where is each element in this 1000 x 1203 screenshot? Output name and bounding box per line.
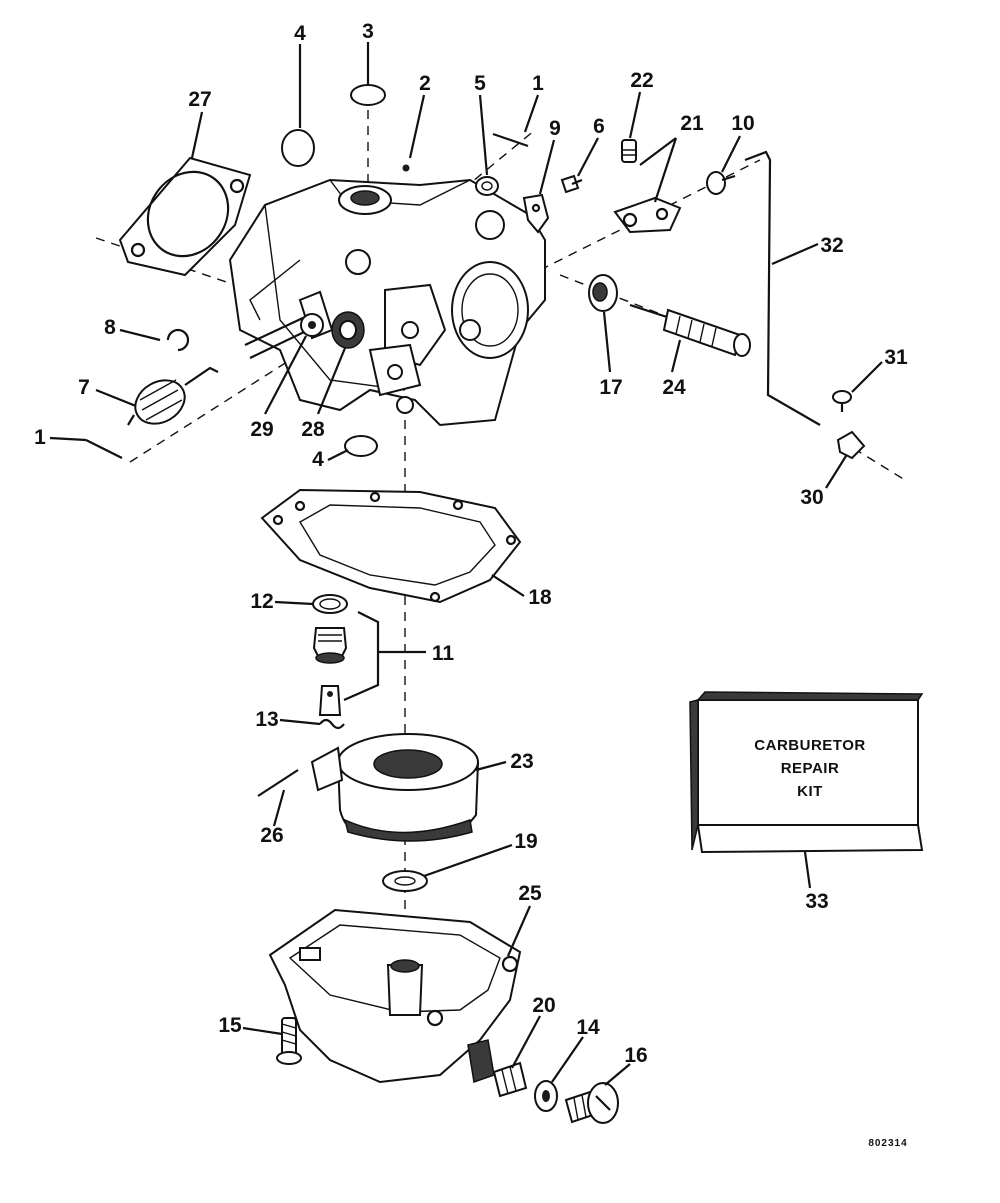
part-label-6: 6 [593,115,605,138]
washer-part-14 [534,1080,558,1112]
needle-valve-part-24 [629,303,751,357]
part-label-21: 21 [680,112,704,135]
needle-seat-part-11 [312,611,426,716]
part-label-32: 32 [820,234,843,257]
kit-label-line-1: CARBURETOR [754,737,865,754]
bowl-gasket-part-18 [260,488,522,604]
link-rod-part-32 [744,150,821,426]
washer-part-5 [475,176,499,196]
part-label-29: 29 [250,418,273,441]
part-label-2: 2 [419,72,431,95]
part-label-7: 7 [78,376,90,399]
part-label-11: 11 [432,642,455,665]
pin-part-1-lower [85,439,123,459]
part-label-20: 20 [532,994,555,1017]
diagram-reference-number: 802314 [868,1138,907,1149]
jet-part-20 [492,1061,528,1098]
part-label-14: 14 [576,1016,600,1039]
part-label-33: 33 [805,890,828,913]
part-label-27: 27 [188,88,211,111]
o-ring-part-12 [312,594,348,614]
bushing-part-17 [588,274,618,312]
screw-part-31 [832,390,852,412]
washer-part-19 [382,870,428,892]
part-label-5: 5 [474,72,486,95]
float-bowl-part-25 [268,908,522,1084]
part-number-labels: 4 3 2 5 1 9 6 22 21 10 27 32 8 7 1 29 28… [34,20,908,1067]
float-part-23 [310,733,480,842]
part-label-19: 19 [514,830,537,853]
spring-part-7 [127,366,219,426]
part-label-8: 8 [104,316,116,339]
part-label-12: 12 [250,590,273,613]
carburetor-body [228,178,546,427]
part-label-24: 24 [662,376,686,399]
plug-part-3 [350,84,386,106]
kit-label-line-3: KIT [797,783,823,800]
part-label-1-top: 1 [532,72,544,95]
repair-kit-box-part-33: CARBURETOR REPAIR KIT [689,691,924,854]
part-label-23: 23 [510,750,533,773]
nut-part-28 [331,311,365,349]
screw-part-22 [621,139,637,163]
part-label-1-left: 1 [34,426,46,449]
part-label-15: 15 [218,1014,242,1037]
part-label-31: 31 [884,346,908,369]
part-label-26: 26 [260,824,283,847]
part-label-13: 13 [255,708,278,731]
plug-part-4-upper [281,129,315,167]
bracket-part-9 [522,193,550,234]
part-label-28: 28 [301,418,325,441]
part-label-30: 30 [800,486,823,509]
part-label-18: 18 [528,586,552,609]
part-label-22: 22 [630,69,653,92]
pin-part-1-upper [492,132,529,148]
drain-plug-part-16 [564,1082,619,1124]
part-label-9: 9 [549,117,561,140]
kit-label-line-2: REPAIR [781,760,840,777]
flange-gasket-part-27 [118,156,252,277]
lever-part-21 [613,196,682,234]
ball-part-2 [402,164,410,172]
part-label-17: 17 [599,376,622,399]
part-label-25: 25 [518,882,542,905]
clip-part-8 [166,328,190,352]
part-label-4-bottom: 4 [312,448,324,471]
part-label-3: 3 [362,20,374,43]
float-pin-part-26 [257,769,299,797]
fitting-part-10 [706,171,736,195]
clip-part-30 [836,430,866,460]
screw-part-15 [276,1017,302,1065]
part-label-16: 16 [624,1044,647,1067]
part-label-4-top: 4 [294,22,306,45]
leader-lines [49,42,883,1086]
plug-part-4-lower [344,435,378,457]
screw-part-6 [560,174,583,194]
spring-clip-part-13 [319,718,345,730]
gear-part-29 [300,313,324,337]
part-label-10: 10 [731,112,754,135]
